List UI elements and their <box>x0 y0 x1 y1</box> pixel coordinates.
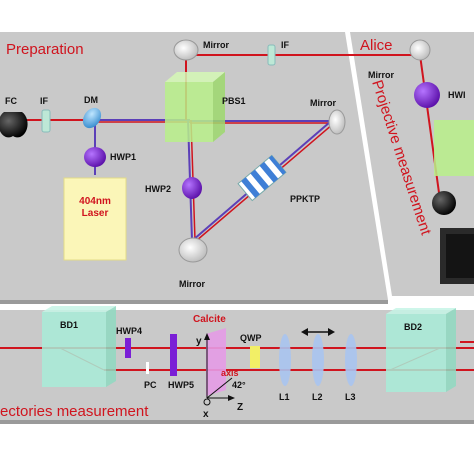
if-left-label: IF <box>40 96 49 106</box>
bd2-displacer <box>386 308 456 392</box>
pc-plate <box>146 362 149 374</box>
fc-label: FC <box>5 96 17 106</box>
ppktp-crystal <box>237 154 287 202</box>
dichroic-mirror-icon <box>82 107 102 129</box>
laser-label: Laser <box>82 208 109 219</box>
preparation-title: Preparation <box>6 41 84 58</box>
laser-wavelength: 404nm <box>79 196 111 207</box>
spd-alice-box <box>440 228 474 284</box>
detector-alice-icon <box>432 191 456 215</box>
laser-box <box>63 177 127 261</box>
l3-label: L3 <box>345 392 356 402</box>
dm-label: DM <box>84 95 98 105</box>
l2-label: L2 <box>312 392 323 402</box>
alice-title: Alice <box>360 37 393 54</box>
hwp-alice-label: HWI <box>448 90 466 100</box>
if-top-label: IF <box>281 40 290 50</box>
lens-l3 <box>345 334 357 386</box>
mirror-top-icon <box>173 39 199 61</box>
y-axis-label: y <box>196 336 202 347</box>
mirror-top-label: Mirror <box>203 40 230 50</box>
coordinate-axes <box>203 333 235 406</box>
x-axis-label: x <box>203 409 209 420</box>
pc-label: PC <box>144 380 157 390</box>
angle-label: 42° <box>232 380 246 390</box>
qwp-label: QWP <box>240 333 262 343</box>
hwp5-plate <box>170 334 177 376</box>
bd1-label: BD1 <box>60 320 78 330</box>
calcite-crystal <box>206 328 226 396</box>
fc-coupler-icon <box>0 112 28 138</box>
bd1-displacer <box>42 306 116 387</box>
hwp4-plate <box>125 338 131 358</box>
ppktp-label: PPKTP <box>290 194 320 204</box>
trajectories-panel-edge <box>0 420 474 424</box>
lens-l1 <box>279 334 291 386</box>
l2-movement-arrow-icon <box>301 328 335 336</box>
if-filter-left <box>41 109 51 133</box>
pbs-alice-cube <box>434 120 474 176</box>
trajectories-measurement-title: ectories measurement <box>0 403 149 420</box>
z-axis-label: Z <box>237 402 243 413</box>
mirror-bottom-label: Mirror <box>179 279 206 289</box>
hwp2-label: HWP2 <box>145 184 171 194</box>
pbs1-label: PBS1 <box>222 96 246 106</box>
bd2-label: BD2 <box>404 322 422 332</box>
hwp-alice-plate <box>414 82 440 108</box>
hwp5-label: HWP5 <box>168 380 194 390</box>
hwp1-label: HWP1 <box>110 152 136 162</box>
mirror-right-label: Mirror <box>310 98 337 108</box>
lens-l2 <box>312 334 324 386</box>
if-filter-top <box>267 44 276 66</box>
hwp1-plate <box>84 147 106 167</box>
calcite-label: Calcite <box>193 314 226 325</box>
pbs1-cube <box>165 72 225 142</box>
hwp2-plate <box>182 177 202 199</box>
qwp-plate <box>250 346 260 368</box>
preparation-panel-edge <box>0 300 388 304</box>
mirror-alice-icon <box>409 39 431 61</box>
axis-label: axis <box>221 368 239 378</box>
l1-label: L1 <box>279 392 290 402</box>
mirror-right-icon <box>328 109 346 135</box>
mirror-bottom-icon <box>178 237 208 263</box>
hwp4-label: HWP4 <box>116 326 142 336</box>
mirror-alice-label: Mirror <box>368 70 395 80</box>
